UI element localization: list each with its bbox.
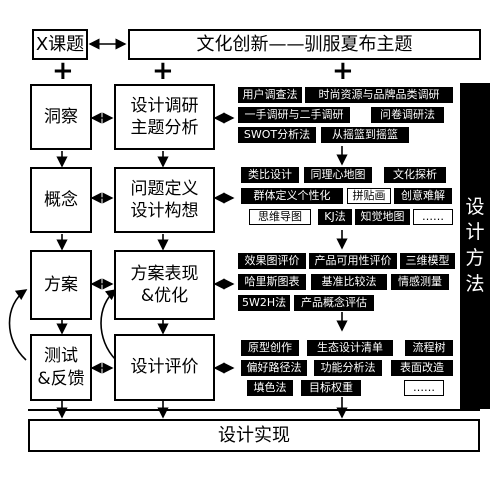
step-evaluation: 设计评价: [114, 334, 215, 401]
method-tag: 产品概念评估: [294, 295, 374, 311]
step-evaluation-label: 设计评价: [130, 357, 199, 378]
sidebar-char: 计: [465, 221, 485, 244]
plus-sign-left: +: [52, 56, 74, 86]
method-tag: 填色法: [247, 380, 293, 396]
stage-solution-label: 方案: [44, 274, 78, 295]
method-tag: 拼贴画: [347, 188, 391, 204]
feedback-loop-left: [8, 289, 28, 361]
stage-insight-label: 洞察: [44, 106, 78, 127]
method-tag: 类比设计: [241, 167, 299, 183]
method-tag: 哈里斯图表: [238, 274, 306, 290]
method-tag: 基准比较法: [311, 274, 387, 290]
method-tag: 效果图评价: [238, 253, 306, 269]
implementation-label: 设计实现: [218, 424, 290, 446]
design-methods-sidebar: 设 计 方 法: [460, 83, 490, 409]
stage-test-feedback-label: 测试 &反馈: [37, 346, 85, 389]
method-tag: 流程树: [405, 340, 453, 356]
stage-concept-label: 概念: [44, 189, 78, 210]
sidebar-char: 设: [465, 195, 485, 218]
plus-sign-middle: +: [152, 56, 174, 86]
plus-sign-right: +: [332, 56, 354, 86]
step-definition-label: 问题定义 设计构想: [130, 178, 199, 221]
method-tag: 用户调查法: [238, 87, 302, 103]
method-tag: 从摇篮到摇篮: [321, 127, 409, 143]
method-tag: 文化探析: [384, 167, 446, 183]
method-tag: 问卷调研法: [371, 107, 444, 123]
stage-test-feedback: 测试 &反馈: [30, 334, 92, 401]
method-tag: 功能分析法: [314, 360, 382, 376]
method-tag: 表面改造: [391, 360, 453, 376]
method-tag: 创意难解: [394, 188, 452, 204]
method-tag: 原型创作: [241, 340, 299, 356]
method-tag: 偏好路径法: [241, 360, 307, 376]
method-tag: 三维模型: [400, 253, 455, 269]
method-tag: 产品可用性评价: [309, 253, 397, 269]
method-tag: 情感测量: [391, 274, 449, 290]
step-research: 设计调研 主题分析: [114, 84, 215, 150]
step-presentation: 方案表现 &优化: [114, 250, 215, 320]
step-presentation-label: 方案表现 &优化: [130, 263, 199, 306]
step-definition: 问题定义 设计构想: [114, 167, 215, 233]
x-topic-box: X课题: [32, 29, 88, 60]
method-tag: 知觉地图: [355, 209, 410, 225]
method-tag: 群体定义个性化: [241, 188, 343, 204]
feedback-loop-mid: [100, 289, 118, 361]
method-tag: 一手调研与二手调研: [238, 107, 350, 123]
method-tag: 同理心地图: [304, 167, 372, 183]
method-tag: ……: [404, 380, 444, 396]
method-tag: SWOT分析法: [238, 127, 316, 143]
step-research-label: 设计调研 主题分析: [130, 95, 199, 138]
x-topic-label: X课题: [35, 33, 85, 55]
implementation-box: 设计实现: [28, 419, 480, 452]
method-tag: 5W2H法: [238, 295, 290, 311]
stage-concept: 概念: [30, 167, 92, 233]
theme-box: 文化创新——驯服夏布主题: [128, 29, 481, 60]
method-tag: ……: [413, 209, 453, 225]
method-tag: 目标权重: [301, 380, 361, 396]
method-tag: 生态设计清单: [307, 340, 393, 356]
method-tag: 思维导图: [249, 209, 311, 225]
stage-insight: 洞察: [30, 84, 92, 150]
method-tag: 时尚资源与品牌品类调研: [305, 87, 453, 103]
sidebar-char: 法: [465, 272, 485, 295]
sidebar-char: 方: [465, 247, 485, 269]
method-tag: KJ法: [318, 209, 352, 225]
stage-solution: 方案: [30, 250, 92, 320]
theme-label: 文化创新——驯服夏布主题: [196, 33, 413, 55]
